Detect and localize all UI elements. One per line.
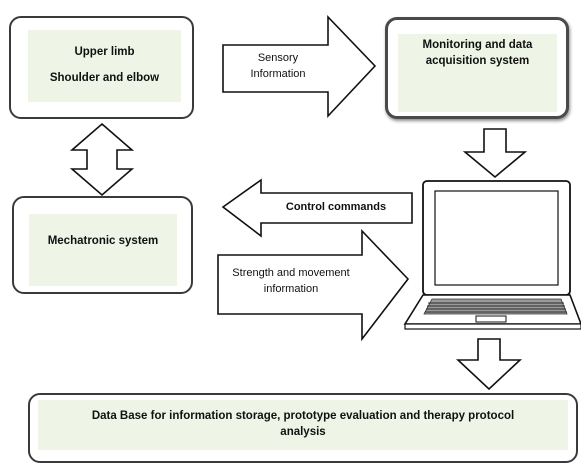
double-arrow-icon [69,122,135,197]
mechatronic-label: Mechatronic system [47,235,159,247]
mechatronic-panel: Mechatronic system [29,214,177,286]
database-line-1: Data Base for information storage, proto… [91,410,515,423]
strength-arrow-label: Strength and movement information [232,267,350,295]
database-line-2: analysis [280,426,326,438]
database-panel: Data Base for information storage, proto… [38,400,568,450]
monitoring-line-1: Monitoring and data [422,39,533,51]
laptop-icon [403,180,581,330]
laptop-screen [434,190,559,286]
sensory-arrow-icon [222,15,377,119]
down-arrow-icon [455,338,523,391]
upper-limb-subtitle: Shoulder and elbow [49,72,160,84]
upper-limb-title: Upper limb [74,46,135,59]
down-arrow-icon [462,128,528,179]
control-arrow-icon [221,178,413,238]
control-arrow-label: Control commands [285,201,387,213]
monitoring-line-2: acquisition system [425,54,530,67]
upper-limb-panel: Upper limb Shoulder and elbow [28,30,181,102]
sensory-arrow-label: Sensory Information [250,52,306,80]
laptop-touchpad [475,315,507,323]
monitoring-panel: Monitoring and data acquisition system [398,34,557,112]
strength-arrow-icon [217,229,410,342]
